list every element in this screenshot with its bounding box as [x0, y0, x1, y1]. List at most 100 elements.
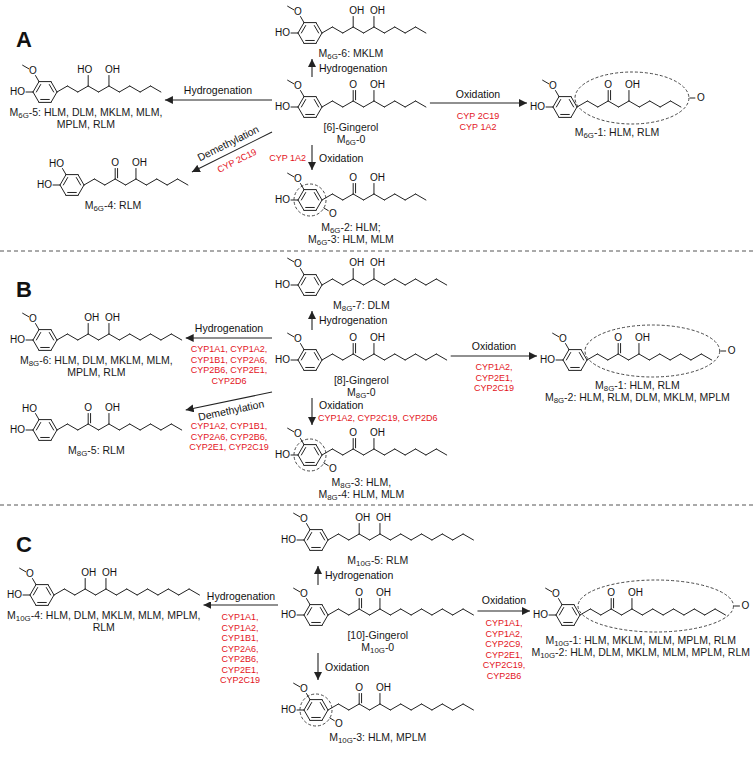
bond — [63, 169, 67, 175]
metabolite-label: M8G-1: HLM, RLM — [537, 379, 738, 391]
bond — [46, 588, 50, 595]
metabolite-label: M8G-0 — [272, 386, 451, 398]
bond — [355, 439, 356, 448]
bond — [36, 76, 40, 82]
atom-label: HO — [275, 28, 290, 38]
bond — [48, 585, 54, 595]
reaction-arrow — [165, 99, 272, 100]
bond — [442, 609, 452, 615]
bond — [571, 107, 577, 117]
bond — [316, 360, 322, 370]
bond — [559, 96, 571, 97]
bond — [171, 424, 181, 430]
reaction-label: Oxidation — [471, 340, 517, 352]
bond — [562, 625, 574, 626]
bond — [322, 615, 328, 625]
bond — [306, 114, 315, 115]
metabolite-label: M10G-3: HLM, MPLM — [278, 731, 477, 743]
bond — [343, 27, 353, 33]
bond — [39, 350, 51, 351]
atom-label: OH — [349, 6, 364, 16]
bond — [395, 279, 405, 285]
atom-label: HO — [49, 159, 64, 169]
bond — [422, 534, 432, 540]
bond — [373, 344, 374, 355]
metabolite-label: M10G-0 — [278, 641, 477, 653]
bond — [338, 609, 348, 615]
metabolite-label: M8G-7: DLM — [272, 299, 451, 311]
bond — [597, 354, 607, 360]
bond — [436, 449, 446, 455]
bond — [571, 367, 580, 368]
bond — [68, 192, 77, 193]
metabolite-label: M8G-4: HLM, MLM — [272, 488, 451, 500]
reaction-arrow — [317, 566, 318, 585]
reaction-arrow — [311, 145, 312, 170]
bond — [660, 101, 670, 107]
atom-label: O — [349, 80, 357, 90]
bond — [304, 615, 310, 625]
bond — [370, 609, 380, 615]
atom-label: OH — [376, 513, 391, 523]
bond — [78, 175, 84, 185]
atom-label: O — [111, 158, 119, 168]
bond — [316, 190, 322, 200]
metabolite-label: M10G-4: HLM, DLM, MKLM, MLM, MPLM, RLM — [4, 609, 203, 633]
bond — [332, 449, 342, 455]
bond — [569, 370, 581, 371]
bond — [349, 534, 359, 540]
bond — [610, 91, 611, 100]
oxidation-site-outline — [578, 580, 733, 632]
bond — [291, 107, 298, 108]
bond — [574, 605, 580, 615]
bond — [579, 353, 583, 360]
bond — [119, 424, 129, 430]
bond — [301, 269, 305, 275]
bond — [353, 344, 354, 355]
atom-label: OH — [102, 568, 117, 578]
bond — [384, 279, 394, 285]
oxidation-site-outline — [294, 184, 326, 216]
bond — [411, 609, 421, 615]
metabolite-label: M6G-5: HLM, DLM, MKLM, MLM, MPLM, RLM — [7, 106, 165, 130]
bond — [373, 91, 374, 102]
bond — [304, 274, 316, 275]
reaction-label: Demethylation — [196, 397, 266, 423]
bond — [359, 524, 360, 535]
bond — [51, 330, 57, 340]
bond — [36, 333, 40, 340]
bond — [463, 609, 473, 615]
bond — [390, 534, 400, 540]
bond — [322, 101, 332, 107]
metabolite-label: M8G-2: HLM, RLM, DLM, MKLM, MPLM — [537, 391, 738, 403]
bond — [436, 354, 446, 360]
bond — [361, 599, 362, 608]
chemical-structure — [23, 65, 161, 102]
bond — [151, 424, 161, 430]
atom-label: HO — [275, 450, 290, 460]
enzyme-list: CYP1A1, CYP1A2, CYP2C9, CYP2E1, CYP2C19,… — [479, 618, 529, 681]
chemical-structure — [294, 588, 474, 625]
atom-label: OH — [105, 65, 120, 75]
atom-label: O — [294, 334, 302, 344]
metabolite-node: M8G-7: DLM — [272, 255, 451, 311]
bond — [453, 704, 463, 710]
enzyme-list: CYP 2C19 — [215, 147, 258, 175]
bond — [297, 615, 304, 616]
bond — [306, 462, 315, 463]
bond — [374, 194, 384, 200]
bond — [598, 101, 608, 107]
bond — [288, 173, 294, 177]
bond — [322, 354, 332, 360]
bond — [355, 91, 356, 100]
bond — [130, 334, 140, 340]
bond — [734, 606, 739, 607]
bond — [78, 424, 88, 430]
atom-label: O — [335, 719, 343, 729]
bond — [332, 354, 342, 360]
enzyme-list: CYP 2C19 CYP 1A2 — [452, 111, 504, 132]
metabolite-label: M6G-2: HLM; — [272, 221, 430, 233]
bond — [130, 86, 140, 92]
bond — [373, 269, 374, 280]
